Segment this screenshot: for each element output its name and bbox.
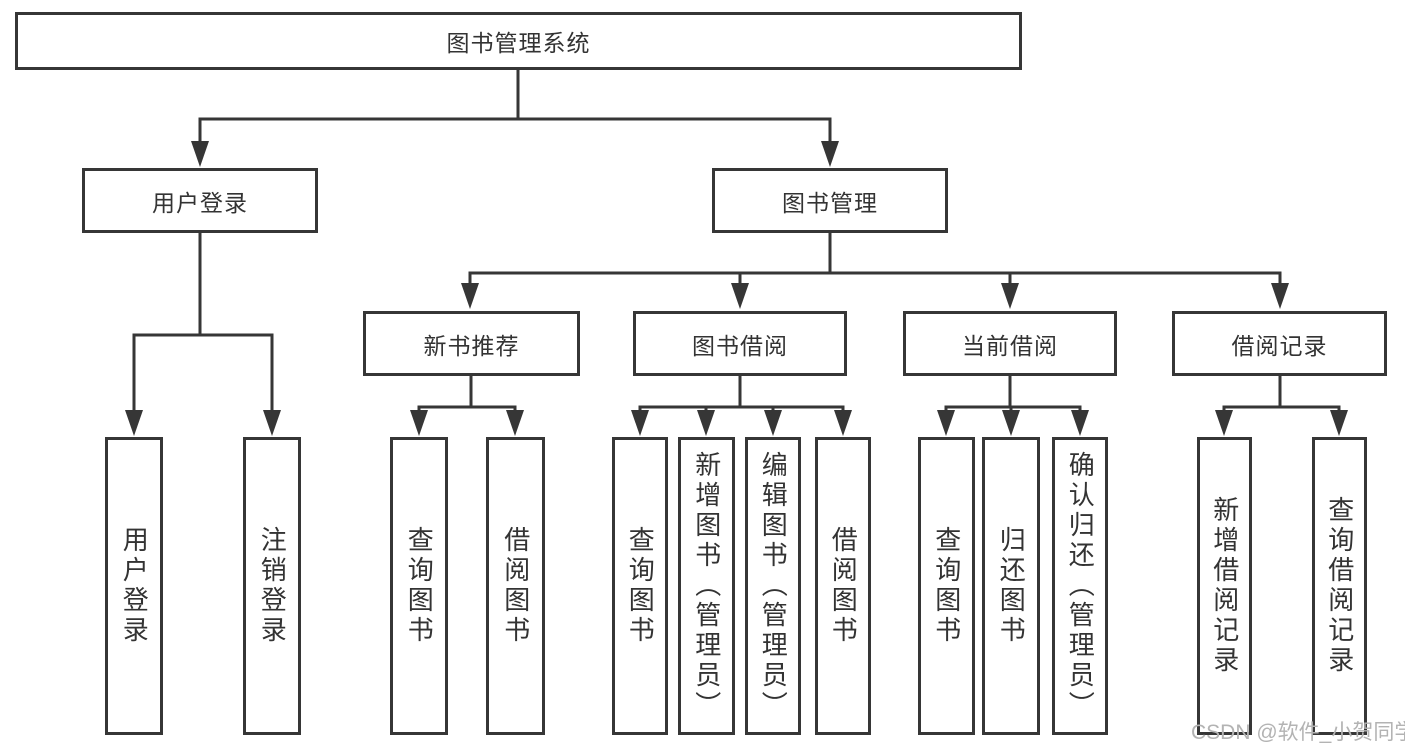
leaf-query-borrow-record: 查询借阅记录 [1312, 437, 1367, 735]
leaf-edit-book-admin-label: 编辑图书（管理员） [758, 451, 789, 721]
node-book-management: 图书管理 [712, 168, 948, 233]
leaf-query-books-recommend: 查询图书 [390, 437, 448, 735]
leaf-borrow-books-recommend: 借阅图书 [486, 437, 545, 735]
leaf-add-borrow-record-label: 新增借阅记录 [1209, 496, 1240, 676]
leaf-borrow-books: 借阅图书 [815, 437, 871, 735]
leaf-query-books-current: 查询图书 [918, 437, 975, 735]
leaf-query-books-borrow-label: 查询图书 [625, 526, 656, 646]
node-borrowing-records: 借阅记录 [1172, 311, 1387, 376]
node-new-book-recommendation: 新书推荐 [363, 311, 580, 376]
node-root-label: 图书管理系统 [446, 30, 591, 56]
leaf-query-books-current-label: 查询图书 [931, 526, 962, 646]
leaf-borrow-books-label: 借阅图书 [828, 526, 859, 646]
leaf-return-books: 归还图书 [982, 437, 1040, 735]
leaf-add-book-admin-label: 新增图书（管理员） [691, 451, 722, 721]
node-user-login: 用户登录 [82, 168, 318, 233]
node-new-book-recommendation-label: 新书推荐 [423, 332, 520, 359]
node-current-borrowing: 当前借阅 [903, 311, 1117, 376]
leaf-query-borrow-record-label: 查询借阅记录 [1324, 496, 1355, 676]
node-book-management-label: 图书管理 [782, 189, 878, 216]
node-borrowing-records-label: 借阅记录 [1231, 332, 1328, 359]
node-user-login-label: 用户登录 [152, 189, 248, 216]
leaf-edit-book-admin: 编辑图书（管理员） [745, 437, 801, 735]
leaf-user-login-label: 用户登录 [119, 526, 150, 646]
leaf-query-books-recommend-label: 查询图书 [404, 526, 435, 646]
csdn-watermark: CSDN @软件_小贺同学 [1191, 721, 1405, 744]
leaf-borrow-books-recommend-label: 借阅图书 [500, 526, 531, 646]
leaf-user-login: 用户登录 [105, 437, 163, 735]
leaf-logout-label: 注销登录 [257, 526, 288, 646]
node-root: 图书管理系统 [15, 12, 1022, 70]
node-book-borrowing: 图书借阅 [633, 311, 847, 376]
leaf-add-borrow-record: 新增借阅记录 [1197, 437, 1252, 735]
node-book-borrowing-label: 图书借阅 [692, 332, 788, 359]
leaf-return-books-label: 归还图书 [996, 526, 1027, 646]
leaf-logout: 注销登录 [243, 437, 301, 735]
leaf-add-book-admin: 新增图书（管理员） [678, 437, 735, 735]
node-current-borrowing-label: 当前借阅 [962, 332, 1058, 359]
leaf-confirm-return-admin-label: 确认归还（管理员） [1065, 451, 1096, 721]
leaf-query-books-borrow: 查询图书 [612, 437, 668, 735]
leaf-confirm-return-admin: 确认归还（管理员） [1052, 437, 1108, 735]
